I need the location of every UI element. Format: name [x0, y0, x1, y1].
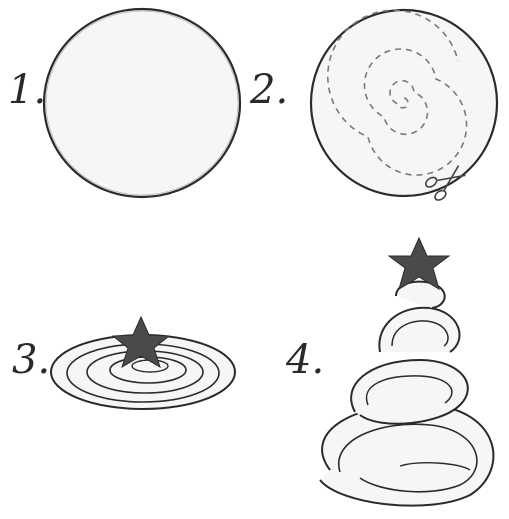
step4-spiral-tree: [320, 238, 493, 506]
step2-spiral-cut-guide: [311, 10, 497, 202]
step3-flat-spiral: [51, 317, 235, 409]
step-number-4: 4.: [286, 340, 324, 380]
step1-paper-circle: [44, 9, 240, 197]
step-number-2: 2.: [250, 70, 288, 110]
step-number-3: 3.: [12, 340, 50, 380]
step-number-1: 1.: [8, 70, 46, 110]
